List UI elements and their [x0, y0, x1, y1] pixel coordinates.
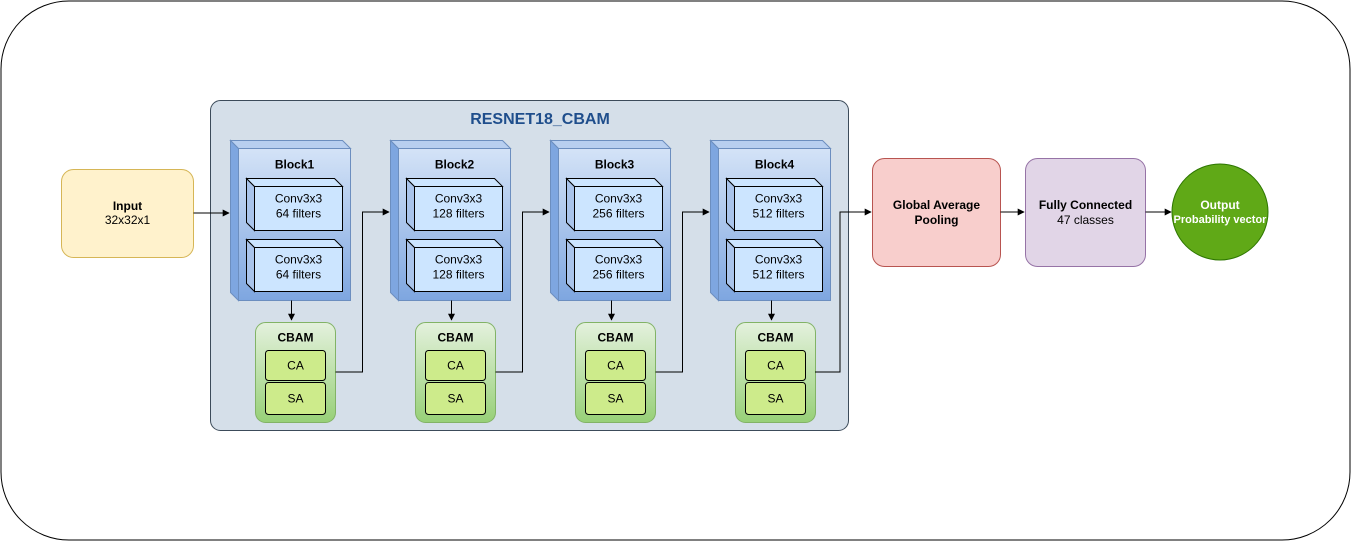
block4-conv2-top: [725, 239, 824, 248]
block4-conv2-front: [734, 247, 823, 292]
block2-conv1-label: Conv3x3: [435, 192, 483, 206]
block1-title: Block1: [275, 158, 315, 172]
block4-conv1-top: [725, 178, 824, 187]
block2-conv1-filters: 128 filters: [432, 207, 484, 221]
cbam4-title: CBAM: [758, 331, 794, 345]
block2-conv2-label: Conv3x3: [435, 253, 483, 267]
cbam4-ca-label: CA: [767, 359, 784, 373]
output-subtitle: Probability vector: [1174, 214, 1268, 226]
block4-conv2-filters: 512 filters: [752, 268, 804, 282]
block4-conv1-label: Conv3x3: [755, 192, 803, 206]
block2-conv2-top: [405, 239, 504, 248]
block2-conv2-front: [414, 247, 503, 292]
block2-title: Block2: [435, 158, 475, 172]
cbam1-ca-box: [265, 350, 326, 381]
block1-conv1-filters: 64 filters: [276, 207, 321, 221]
block3-conv2-filters: 256 filters: [592, 268, 644, 282]
block3-conv1-front: [574, 186, 663, 231]
block3-conv1-top: [565, 178, 664, 187]
cbam4-ca-box: [745, 350, 806, 381]
block2-conv2-filters: 128 filters: [432, 268, 484, 282]
cbam1-sa-box: [265, 382, 326, 415]
cbam3-sa-box: [585, 382, 646, 415]
block3-title: Block3: [595, 158, 635, 172]
block2-top: [389, 140, 512, 149]
diagram-title: RESNET18_CBAM: [470, 111, 610, 128]
block3-conv1-filters: 256 filters: [592, 207, 644, 221]
block3-conv2-top: [565, 239, 664, 248]
resnet-container: [210, 100, 849, 431]
cbam1-ca-label: CA: [287, 359, 304, 373]
block3-conv2-front: [574, 247, 663, 292]
block3-conv2-side: [566, 238, 575, 293]
gap-line1: Global Average: [893, 198, 980, 212]
block1-conv2-filters: 64 filters: [276, 268, 321, 282]
fc-subtitle: 47 classes: [1057, 213, 1114, 227]
output-circle: [1171, 163, 1269, 261]
block3-side: [550, 139, 559, 302]
block2-conv1-front: [414, 186, 503, 231]
input-subtitle: 32x32x1: [105, 213, 151, 227]
cbam2-sa-label: SA: [447, 392, 463, 406]
block1-conv1-front: [254, 186, 343, 231]
cbam4-sa-label: SA: [767, 392, 783, 406]
arrow-cbam2-to-block3: [495, 208, 550, 373]
block4-title: Block4: [755, 158, 795, 172]
block3-conv1-label: Conv3x3: [595, 192, 643, 206]
arrow-cbam1-to-block2: [335, 208, 390, 373]
block4-conv2-side: [726, 238, 735, 293]
block3-conv1-side: [566, 177, 575, 232]
arrow-cbam3-to-block4: [655, 208, 710, 373]
block1-conv1-label: Conv3x3: [275, 192, 323, 206]
output-title: Output: [1200, 198, 1239, 212]
block1-top: [229, 140, 352, 149]
cbam3-title: CBAM: [598, 331, 634, 345]
block4-side: [710, 139, 719, 302]
block2-conv2-side: [406, 238, 415, 293]
cbam1-sa-label: SA: [287, 392, 303, 406]
cbam2-sa-box: [425, 382, 486, 415]
cbam2-ca-box: [425, 350, 486, 381]
block1-side: [230, 139, 239, 302]
block1-conv2-top: [245, 239, 344, 248]
fc-title: Fully Connected: [1039, 198, 1132, 212]
block1-conv2-front: [254, 247, 343, 292]
input-title: Input: [113, 199, 142, 213]
block1-conv2-side: [246, 238, 255, 293]
cbam3-sa-label: SA: [607, 392, 623, 406]
block4-conv1-front: [734, 186, 823, 231]
cbam3-ca-label: CA: [607, 359, 624, 373]
cbam1-title: CBAM: [278, 331, 314, 345]
block4-conv2-label: Conv3x3: [755, 253, 803, 267]
block2-side: [390, 139, 399, 302]
block1-conv1-side: [246, 177, 255, 232]
cbam2-ca-label: CA: [447, 359, 464, 373]
block1-conv1-top: [245, 178, 344, 187]
block2-conv1-side: [406, 177, 415, 232]
gap-line2: Pooling: [915, 213, 959, 227]
cbam4-sa-box: [745, 382, 806, 415]
block4-top: [709, 140, 832, 149]
block1-conv2-label: Conv3x3: [275, 253, 323, 267]
block4-conv1-filters: 512 filters: [752, 207, 804, 221]
block2-conv1-top: [405, 178, 504, 187]
cbam2-title: CBAM: [438, 331, 474, 345]
block4-conv1-side: [726, 177, 735, 232]
block3-top: [549, 140, 672, 149]
arrow-cbam4-to-gap: [815, 208, 872, 373]
block3-conv2-label: Conv3x3: [595, 253, 643, 267]
cbam3-ca-box: [585, 350, 646, 381]
